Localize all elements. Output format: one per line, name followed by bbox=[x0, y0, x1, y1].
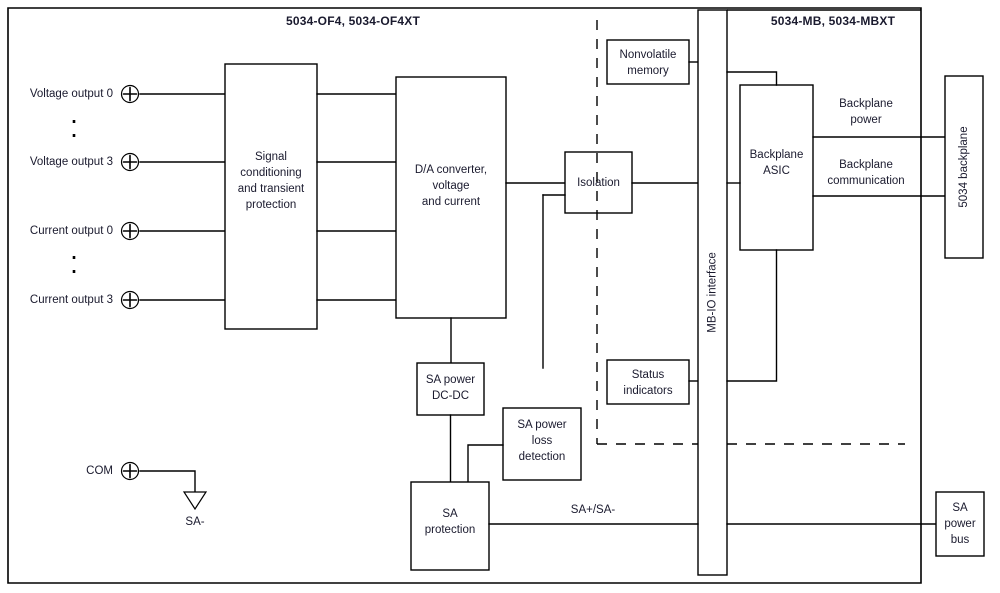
block-isolation[interactable] bbox=[564, 151, 633, 214]
screw-terminal-cross-icon bbox=[122, 292, 138, 308]
sa-power-dcdc-line-1: SA power bbox=[426, 374, 475, 386]
sa-power-bus-line-3: bus bbox=[951, 534, 970, 546]
sa-minus-ground-label: SA- bbox=[185, 516, 204, 528]
terminal-voltage-output-0[interactable]: Voltage output 0 bbox=[30, 84, 140, 104]
sa-power-loss-line-3: detection bbox=[519, 451, 566, 463]
sa-bus-label: SA+/SA- bbox=[571, 504, 616, 516]
backplane-asic-line-2: ASIC bbox=[763, 165, 790, 177]
wire-asic-to-mbio-bottom bbox=[726, 249, 778, 382]
da-converter-line-2: voltage bbox=[432, 180, 469, 192]
screw-terminal-cross-icon bbox=[122, 223, 138, 239]
signal-conditioning-line-1: Signal bbox=[255, 151, 287, 163]
ground-triangle-icon bbox=[182, 491, 208, 511]
wire-com-to-ground bbox=[139, 470, 196, 493]
terminal-voltage-output-3[interactable]: Voltage output 3 bbox=[30, 152, 140, 172]
module-outer-frame bbox=[7, 7, 922, 584]
nonvolatile-memory-line-2: memory bbox=[627, 65, 669, 77]
block-signal-conditioning[interactable] bbox=[224, 63, 318, 330]
screw-terminal-cross-icon bbox=[122, 154, 138, 170]
da-converter-line-3: and current bbox=[422, 196, 481, 208]
block-mb-io-interface[interactable] bbox=[697, 9, 728, 576]
terminal-label-voltage-0: Voltage output 0 bbox=[30, 88, 113, 100]
block-status-indicators[interactable] bbox=[606, 359, 690, 405]
terminal-label-current-3: Current output 3 bbox=[30, 294, 113, 306]
sa-protection-line-1: SA bbox=[442, 508, 458, 520]
right-module-title: 5034-MB, 5034-MBXT bbox=[771, 14, 896, 28]
terminal-com[interactable]: COM bbox=[86, 461, 140, 481]
sa-power-bus-line-2: power bbox=[944, 518, 975, 530]
status-indicators-line-1: Status bbox=[632, 369, 665, 381]
block-5034-backplane[interactable] bbox=[944, 75, 984, 259]
wire-loss-detection-to-sa-protection bbox=[467, 444, 504, 483]
sa-power-loss-line-1: SA power bbox=[517, 419, 566, 431]
signal-conditioning-line-4: protection bbox=[246, 199, 297, 211]
block-sa-protection[interactable] bbox=[410, 481, 490, 571]
sa-power-bus-line-1: SA bbox=[952, 502, 968, 514]
sa-power-loss-line-2: loss bbox=[532, 435, 553, 447]
terminal-label-com: COM bbox=[86, 465, 113, 477]
backplane-communication-label-line-2: communication bbox=[827, 175, 904, 187]
screw-terminal-cross-icon bbox=[122, 463, 138, 479]
backplane-communication-label-line-1: Backplane bbox=[839, 159, 893, 171]
left-module-title: 5034-OF4, 5034-OF4XT bbox=[286, 14, 421, 28]
terminal-current-output-3[interactable]: Current output 3 bbox=[30, 290, 140, 310]
terminal-current-output-0[interactable]: Current output 0 bbox=[30, 221, 140, 241]
backplane-5034-label: 5034 backplane bbox=[958, 126, 970, 207]
backplane-power-label-line-2: power bbox=[850, 114, 881, 126]
da-converter-line-1: D/A converter, bbox=[415, 164, 487, 176]
block-da-converter[interactable] bbox=[395, 76, 507, 319]
block-sa-power-dcdc[interactable] bbox=[416, 362, 485, 416]
backplane-power-label-line-1: Backplane bbox=[839, 98, 893, 110]
sa-power-dcdc-line-2: DC-DC bbox=[432, 390, 469, 402]
block-backplane-asic[interactable] bbox=[739, 84, 814, 251]
signal-conditioning-line-2: conditioning bbox=[240, 167, 301, 179]
nonvolatile-memory-line-1: Nonvolatile bbox=[620, 49, 677, 61]
terminal-label-voltage-3: Voltage output 3 bbox=[30, 156, 113, 168]
backplane-asic-line-1: Backplane bbox=[750, 149, 804, 161]
terminal-label-current-0: Current output 0 bbox=[30, 225, 113, 237]
isolation-label: Isolation bbox=[577, 177, 620, 189]
sa-protection-line-2: protection bbox=[425, 524, 476, 536]
mb-io-interface-label: MB-IO interface bbox=[707, 252, 719, 333]
block-sa-power-bus[interactable] bbox=[935, 491, 985, 557]
signal-conditioning-line-3: and transient bbox=[238, 183, 305, 195]
block-sa-power-loss-detection[interactable] bbox=[502, 407, 582, 481]
block-nonvolatile-memory[interactable] bbox=[606, 39, 690, 85]
wire-mbio-to-asic-top bbox=[726, 71, 778, 86]
screw-terminal-cross-icon bbox=[122, 86, 138, 102]
status-indicators-line-2: indicators bbox=[623, 385, 672, 397]
